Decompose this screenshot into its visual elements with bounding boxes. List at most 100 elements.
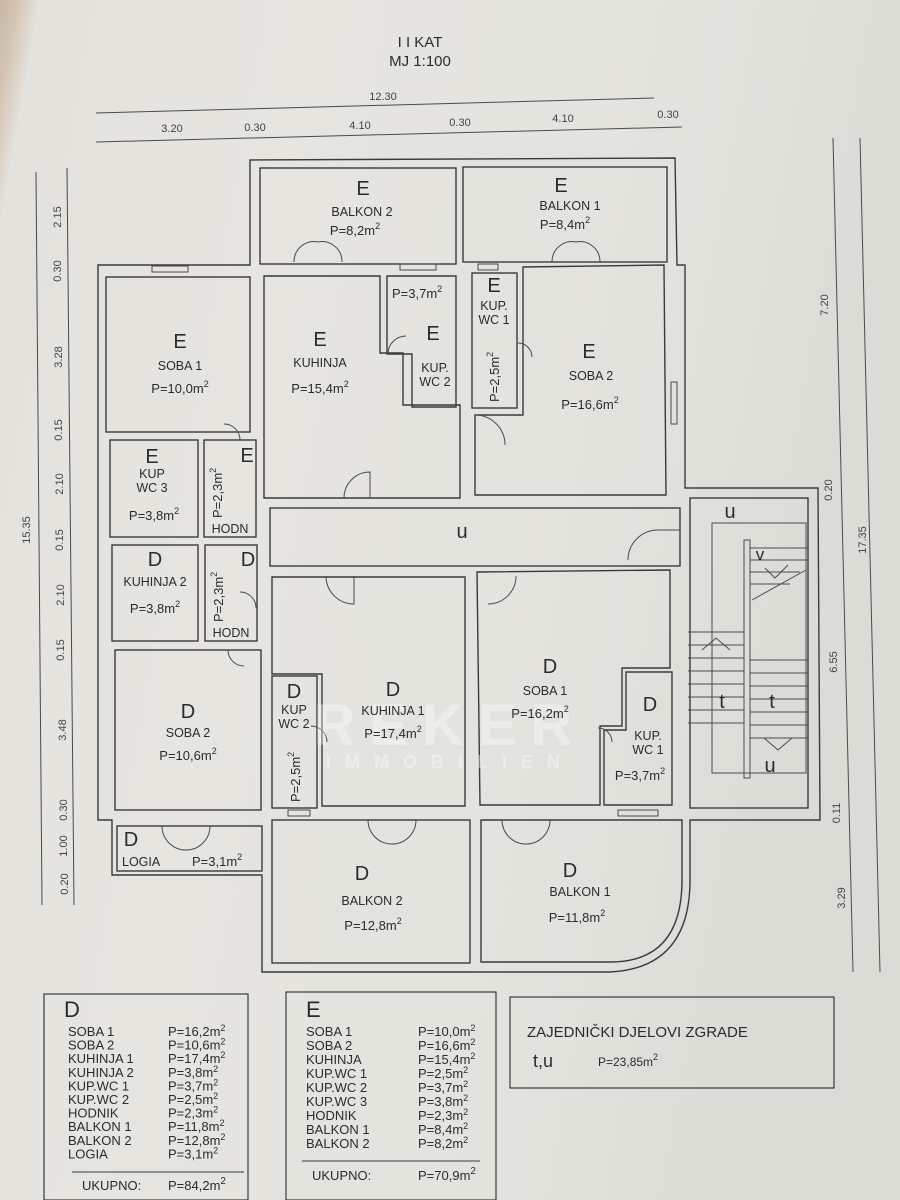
room-area: P=16,2m2 bbox=[511, 704, 568, 721]
room-name: HODN bbox=[212, 522, 249, 536]
room-e-kup-wc-2 bbox=[386, 275, 457, 408]
room-name: KUHINJA 1 bbox=[361, 704, 424, 718]
dim-right-seg: 7.20 bbox=[819, 294, 831, 315]
legend-row-name: BALKON 2 bbox=[306, 1136, 370, 1151]
room-name: HODN bbox=[213, 626, 250, 640]
dim-left-seg: 2.10 bbox=[55, 584, 67, 605]
dim-top-seg: 3.20 bbox=[161, 123, 182, 135]
door-icon bbox=[343, 471, 371, 499]
legend-row-area: P=12,8m2 bbox=[168, 1132, 225, 1148]
room-name: KUP bbox=[281, 703, 307, 717]
floor-title: I I KAT bbox=[398, 34, 443, 51]
room-name: KUP. bbox=[634, 729, 662, 743]
legend-row-name: LOGIA bbox=[68, 1146, 108, 1161]
room-area: P=2,5m2 bbox=[286, 752, 303, 802]
legend-row-area: P=8,4m2 bbox=[418, 1121, 468, 1137]
room-e-hodnik bbox=[203, 439, 257, 538]
room-name: SOBA 1 bbox=[523, 684, 568, 698]
legend-row-name: BALKON 1 bbox=[68, 1119, 132, 1134]
room-name: SOBA 2 bbox=[166, 726, 211, 740]
arrow-up-icon bbox=[701, 637, 731, 651]
dim-left-seg: 2.15 bbox=[52, 206, 64, 227]
room-area: P=10,0m2 bbox=[151, 379, 208, 396]
room-unit-letter: D bbox=[241, 549, 255, 571]
scale-label: MJ 1:100 bbox=[389, 53, 451, 70]
room-area: P=3,8m2 bbox=[129, 506, 179, 523]
common-symbols: t,u bbox=[533, 1051, 553, 1071]
legend-row-name: SOBA 2 bbox=[306, 1038, 352, 1053]
legend-common-parts: ZAJEDNIČKI DJELOVI ZGRADE t,u P=23,85m2 bbox=[509, 996, 835, 1089]
legend-row-area: P=10,0m2 bbox=[418, 1023, 475, 1039]
legend-row-area: P=8,2m2 bbox=[418, 1135, 468, 1151]
legend-row-area: P=15,4m2 bbox=[418, 1051, 475, 1067]
room-e-balkon-1 bbox=[462, 166, 668, 263]
room-name: KUP. bbox=[480, 299, 508, 313]
dim-left-seg: 3.28 bbox=[53, 346, 65, 367]
legend-row-area: P=3,7m2 bbox=[418, 1079, 468, 1095]
room-d-soba-1 bbox=[476, 569, 671, 806]
legend-d-total-label: UKUPNO: bbox=[82, 1178, 141, 1193]
watermark-logo: REKER IMMOBILIEN bbox=[313, 693, 586, 772]
room-area: P=17,4m2 bbox=[364, 724, 421, 741]
legend-row-name: SOBA 1 bbox=[306, 1024, 352, 1039]
building-outline bbox=[97, 157, 821, 973]
window-icon bbox=[670, 381, 678, 425]
room-unit-letter: E bbox=[356, 178, 369, 200]
room-unit-letter: E bbox=[173, 331, 186, 353]
room-area: P=3,8m2 bbox=[130, 599, 180, 616]
room-unit-letter: D bbox=[287, 681, 301, 703]
legend-e-total-label: UKUPNO: bbox=[312, 1168, 371, 1183]
room-unit-letter: D bbox=[643, 694, 657, 716]
dim-top-seg: 4.10 bbox=[349, 120, 370, 132]
legend-row-area: P=17,4m2 bbox=[168, 1050, 225, 1066]
legend-row-name: KUP.WC 1 bbox=[68, 1078, 129, 1093]
dim-left-seg: 0.30 bbox=[58, 799, 70, 820]
legend-row-name: KUP.WC 2 bbox=[306, 1080, 367, 1095]
room-unit-letter: D bbox=[148, 549, 162, 571]
room-d-balkon-1 bbox=[480, 819, 683, 963]
double-door-icon bbox=[367, 819, 417, 845]
dim-right-seg: 0.20 bbox=[823, 479, 835, 500]
corridor-label: u bbox=[456, 521, 467, 543]
room-area: P=3,7m2 bbox=[615, 766, 665, 783]
room-e-kup-wc-3 bbox=[109, 439, 199, 538]
room-labels-e: E BALKON 2 P=8,2m2 E BALKON 1 P=8,4m2 E … bbox=[129, 175, 619, 536]
door-icon bbox=[597, 727, 613, 743]
legend-row-area: P=3,8m2 bbox=[418, 1093, 468, 1109]
legend-row-area: P=3,8m2 bbox=[168, 1064, 218, 1080]
legend-row-area: P=11,8m2 bbox=[168, 1118, 224, 1134]
room-e-soba-1 bbox=[105, 276, 251, 433]
room-d-kuhinja-1 bbox=[271, 576, 466, 807]
dim-left-seg: 1.00 bbox=[58, 835, 70, 856]
dim-left-seg: 0.15 bbox=[55, 639, 67, 660]
room-name: SOBA 2 bbox=[569, 369, 614, 383]
room-unit-letter: D bbox=[124, 829, 138, 851]
room-name: WC 2 bbox=[278, 717, 309, 731]
room-name: BALKON 1 bbox=[549, 885, 610, 899]
room-name: KUP. bbox=[421, 361, 449, 375]
dim-left-seg: 0.20 bbox=[59, 873, 71, 894]
room-name: LOGIA bbox=[122, 855, 161, 869]
watermark-brand: REKER bbox=[313, 693, 586, 758]
room-area: P=10,6m2 bbox=[159, 746, 216, 763]
legend-row-name: KUHINJA 1 bbox=[68, 1051, 134, 1066]
legend-row-area: P=2,5m2 bbox=[418, 1065, 468, 1081]
dim-top-total: 12.30 bbox=[369, 91, 397, 103]
room-unit-letter: D bbox=[386, 679, 400, 701]
door-icon bbox=[627, 529, 680, 561]
dim-left-total: 15.35 bbox=[21, 516, 33, 544]
door-icon bbox=[310, 725, 328, 743]
double-door-icon bbox=[501, 819, 551, 845]
room-d-kup-wc-1 bbox=[603, 671, 673, 806]
legend-row-area: P=3,7m2 bbox=[168, 1077, 218, 1093]
legend-row-area: P=10,6m2 bbox=[168, 1037, 225, 1053]
stair-landing-bottom-label: u bbox=[764, 755, 775, 777]
doors-and-windows bbox=[151, 241, 680, 851]
legend-row-name: HODNIK bbox=[306, 1108, 357, 1123]
window-icon bbox=[477, 263, 499, 271]
legend-row-name: SOBA 2 bbox=[68, 1038, 114, 1053]
dim-top-seg: 4.10 bbox=[552, 113, 573, 125]
room-unit-letter: E bbox=[487, 275, 500, 297]
